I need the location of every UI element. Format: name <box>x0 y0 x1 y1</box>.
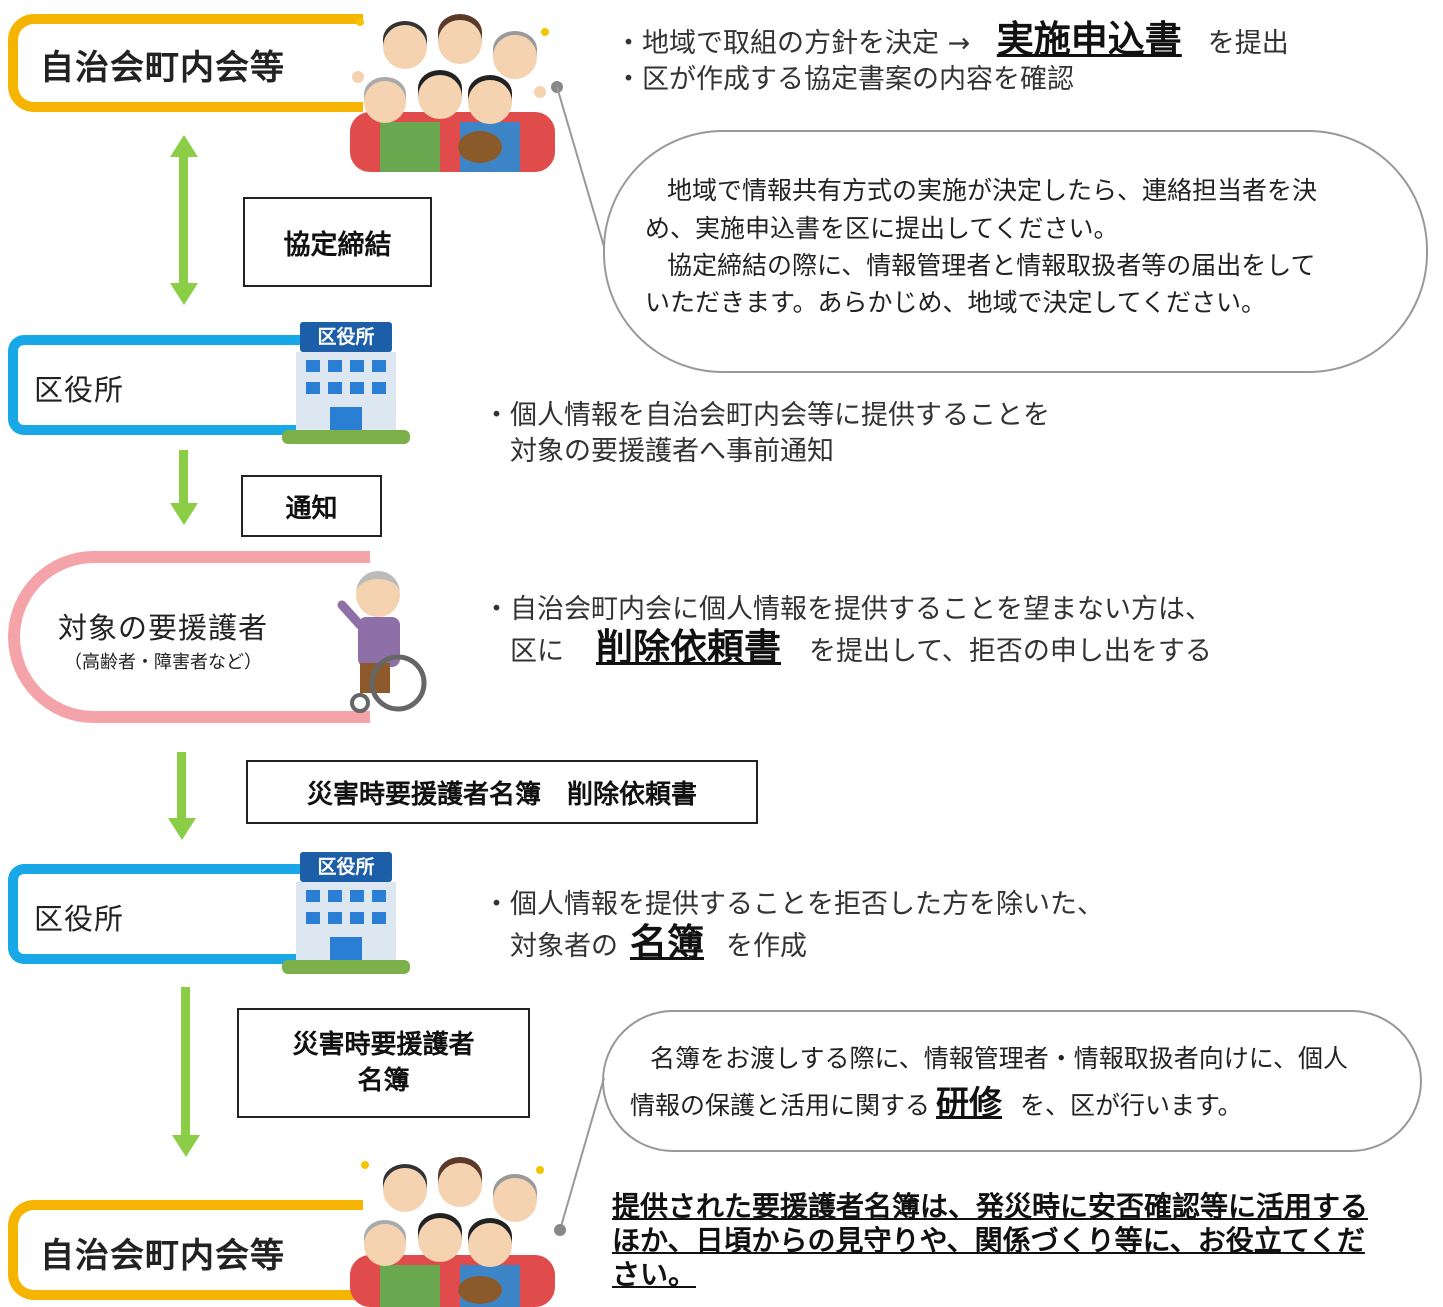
target-person-label: 対象の要援護者 <box>58 611 269 645</box>
notice-label: 通知 <box>285 493 338 524</box>
building-illustration-2: 区役所 <box>282 852 410 976</box>
community-label-bottom: 自治会町内会等 <box>40 1236 285 1276</box>
crowd-illustration-top <box>350 14 555 172</box>
arrow-shaft-2 <box>179 450 188 505</box>
training-term: 研修 <box>936 1083 1003 1122</box>
top-note-line1: ・地域で取組の方針を決定 → 実施申込書を提出 <box>615 18 1289 61</box>
roster-label-box: 災害時要援護者 名簿 <box>237 1008 530 1118</box>
info-bubble-top <box>603 130 1428 373</box>
ward-office-label-1: 区役所 <box>34 373 125 407</box>
target-note-line1: ・自治会町内会に個人情報を提供することを望まない方は、 <box>483 594 1212 625</box>
closing-text-line1: 提供された要援護者名簿は、発災時に安否確認等に活用する <box>612 1190 1369 1223</box>
arrow-down-head-3 <box>168 818 196 840</box>
closing-text-line2: ほか、日頃からの見守りや、関係づくり等に、お役立てくだ <box>612 1224 1365 1257</box>
deletion-request-label-box: 災害時要援護者名簿 削除依頼書 <box>246 760 758 824</box>
connector-line-top <box>551 81 606 251</box>
arrow-down-head-2 <box>170 503 198 525</box>
deletion-request-label: 災害時要援護者名簿 削除依頼書 <box>306 779 697 810</box>
notice-label-box: 通知 <box>241 475 382 537</box>
wheelchair-user-illustration <box>337 571 427 713</box>
community-box-bottom <box>8 1200 363 1300</box>
info-bubble-top-line1: 地域で情報共有方式の実施が決定したら、連絡担当者を決 <box>667 176 1318 205</box>
info-bubble-top-line3: 協定締結の際に、情報管理者と情報取扱者等の届出をして <box>667 251 1316 280</box>
target-person-box <box>8 551 370 723</box>
info-bubble-top-line2: め、実施申込書を区に提出してください。 <box>645 214 1119 243</box>
ward1-note-line1: ・個人情報を自治会町内会等に提供することを <box>483 400 1050 431</box>
arrow-down-head-4 <box>172 1135 200 1157</box>
roster-label-line2: 名簿 <box>357 1066 410 1096</box>
building-sign-1: 区役所 <box>300 322 392 352</box>
top-note-line2: ・区が作成する協定書案の内容を確認 <box>615 64 1074 95</box>
crowd-illustration-bottom <box>350 1157 555 1307</box>
building-sign-2: 区役所 <box>300 852 392 882</box>
agreement-label: 協定締結 <box>283 229 392 261</box>
arrow-up-head <box>170 135 198 157</box>
info-bubble-top-line4: いただきます。あらかじめ、地域で決定してください。 <box>645 288 1267 317</box>
ward2-note-line1: ・個人情報を提供することを拒否した方を除いた、 <box>483 889 1104 920</box>
arrow-down-head-1 <box>170 283 198 305</box>
ward-office-box-2 <box>8 864 308 964</box>
community-label-top: 自治会町内会等 <box>40 48 285 88</box>
deletion-request-term: 削除依頼書 <box>596 626 781 669</box>
ward-office-box-1 <box>8 335 308 435</box>
ward-office-label-2: 区役所 <box>34 902 125 936</box>
ward2-note-line2: 対象者の名簿を作成 <box>510 921 807 964</box>
info-bubble-bottom-line1: 名簿をお渡しする際に、情報管理者・情報取扱者向けに、個人 <box>650 1044 1349 1073</box>
connector-line-bottom <box>554 1077 605 1236</box>
roster-term: 名簿 <box>630 921 704 964</box>
agreement-label-box: 協定締結 <box>243 197 432 287</box>
building-illustration-1: 区役所 <box>282 322 410 446</box>
roster-label-line1: 災害時要援護者 <box>292 1030 475 1060</box>
info-bubble-bottom <box>602 1010 1422 1152</box>
community-box-top <box>8 14 363 112</box>
ward1-note-line2: 対象の要援護者へ事前通知 <box>510 436 834 467</box>
info-bubble-bottom-line2: 情報の保護と活用に関する研修を、区が行います。 <box>630 1083 1243 1122</box>
arrow-shaft-4 <box>181 987 190 1137</box>
target-person-sublabel: （高齢者・障害者など） <box>64 652 262 673</box>
application-form-term: 実施申込書 <box>996 18 1182 61</box>
arrow-shaft-1 <box>179 155 188 285</box>
target-note-line2: 区に削除依頼書を提出して、拒否の申し出をする <box>510 626 1212 669</box>
closing-text-line3: さい。 <box>612 1258 697 1291</box>
arrow-shaft-3 <box>177 752 186 820</box>
